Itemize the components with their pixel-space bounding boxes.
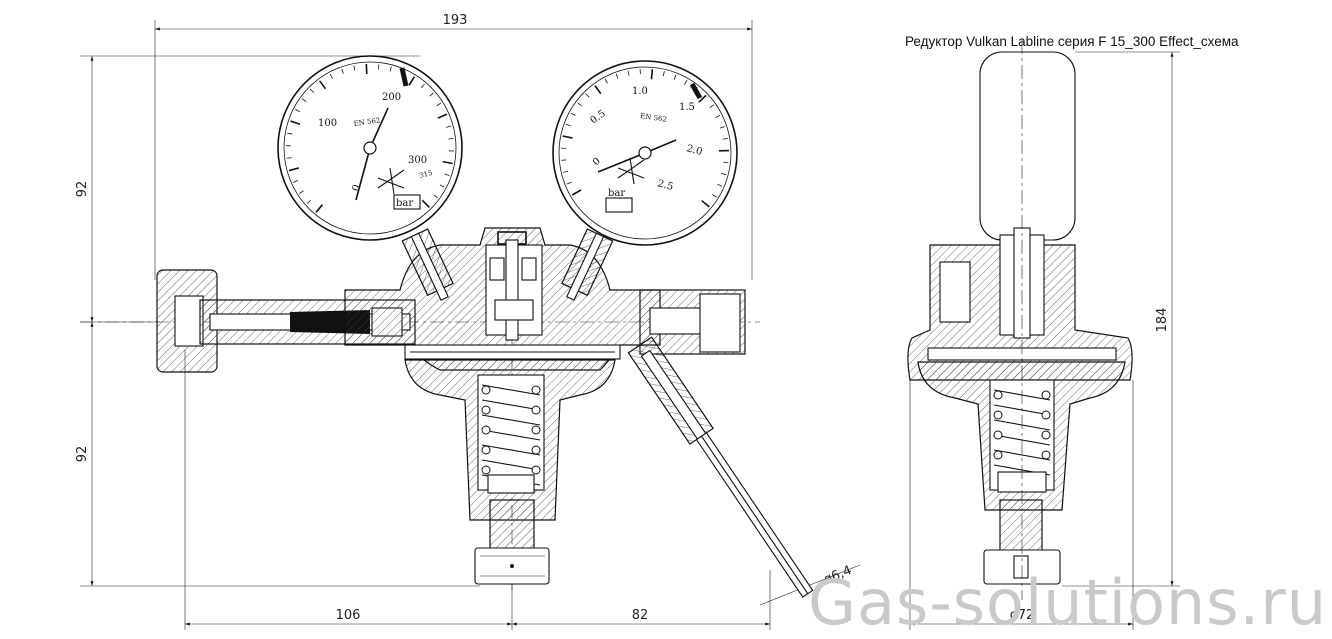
gauge-high-label-200: 200	[382, 92, 401, 103]
gauge-high-unit: bar	[396, 198, 413, 209]
dim-left-upper: 92	[75, 181, 90, 198]
regulator-front-view	[157, 228, 819, 602]
gauge-high-label-100: 100	[318, 118, 337, 129]
gauge-tick	[378, 64, 379, 69]
low-pressure-gauge: 0 0.5 1.0 1.5 2.0 2.5 EN 562 bar	[553, 61, 737, 245]
dim-bottom-right: 82	[632, 608, 649, 623]
regulator-side-view	[908, 40, 1180, 630]
gauge-tick	[651, 69, 652, 79]
watermark: Gas-solutions.ru	[808, 566, 1327, 639]
gauge-high-label-300: 300	[408, 155, 427, 166]
dim-left-lower: 92	[75, 446, 90, 463]
gauge-tick	[448, 138, 453, 139]
gauge-low-unit: bar	[608, 188, 625, 199]
drawing-title: Редуктор Vulkan Labline серия F 15_300 E…	[905, 34, 1239, 49]
gauge-low-label-10: 1.0	[632, 86, 648, 97]
high-pressure-gauge: 100 200 300 0 315 EN 562 bar	[278, 56, 462, 240]
gauge-low-label-15: 1.5	[679, 102, 695, 113]
dim-side-height: 184	[1155, 308, 1170, 333]
dim-bottom-left: 106	[336, 608, 361, 623]
dim-top-width: 193	[443, 13, 468, 28]
